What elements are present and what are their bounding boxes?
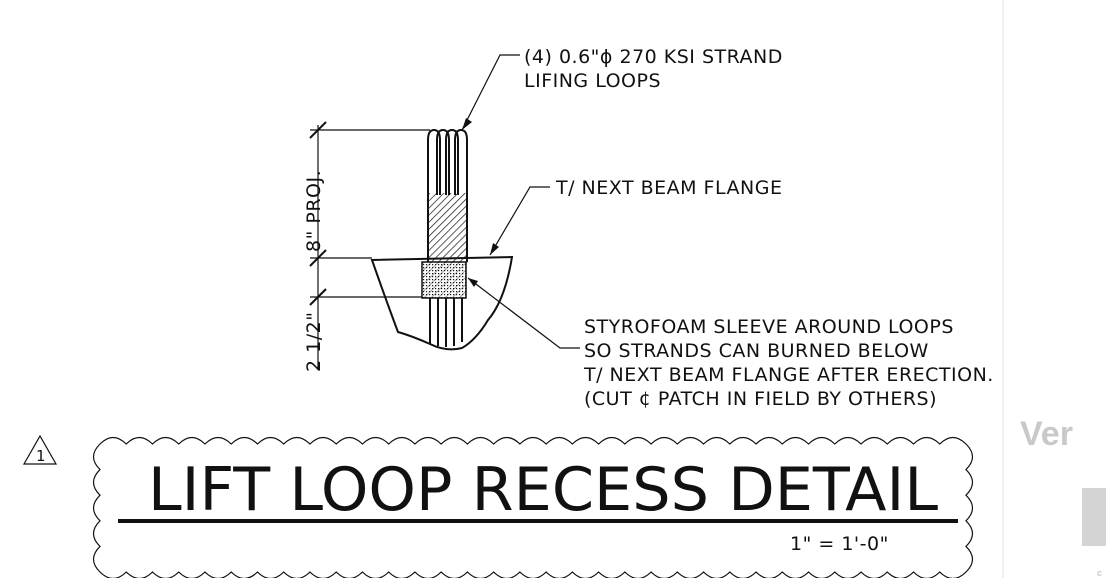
- strands-below-flange: [429, 298, 463, 347]
- revision-triangle-icon: 1: [22, 434, 58, 465]
- flange-callout: T/ NEXT BEAM FLANGE: [555, 177, 782, 199]
- sleeve-callout-line1: STYROFOAM SLEEVE AROUND LOOPS: [584, 316, 954, 338]
- projection-dimension-label: 8" PROJ.: [303, 170, 325, 252]
- detail-title: LIFT LOOP RECESS DETAIL: [148, 455, 939, 525]
- recess-dimension-label: 2 1/2": [303, 312, 325, 372]
- revision-cloud: [92, 436, 974, 578]
- watermark-text: Ver: [1020, 415, 1073, 453]
- watermark-small-text: c: [1097, 568, 1102, 578]
- sleeve-callout-line2: SO STRANDS CAN BURNED BELOW: [584, 340, 929, 362]
- strand-callout-line1: (4) 0.6"ϕ 270 KSI STRAND: [524, 46, 783, 68]
- scale-label: 1" = 1'-0": [790, 533, 889, 555]
- strand-loops: [427, 128, 468, 195]
- styrofoam-sleeve: [421, 261, 467, 299]
- beam-flange-section: [370, 255, 514, 351]
- revision-number: 1: [36, 447, 46, 465]
- watermark: Ver c: [1002, 0, 1106, 578]
- twisted-strands: [427, 193, 468, 263]
- strand-callout-line2: LIFING LOOPS: [524, 70, 661, 92]
- sleeve-callout-line4: (CUT ¢ PATCH IN FIELD BY OTHERS): [584, 388, 937, 410]
- sleeve-callout-line3: T/ NEXT BEAM FLANGE AFTER ERECTION.: [583, 364, 994, 386]
- dimension-lines: [309, 121, 430, 370]
- leader-lines: [461, 54, 580, 349]
